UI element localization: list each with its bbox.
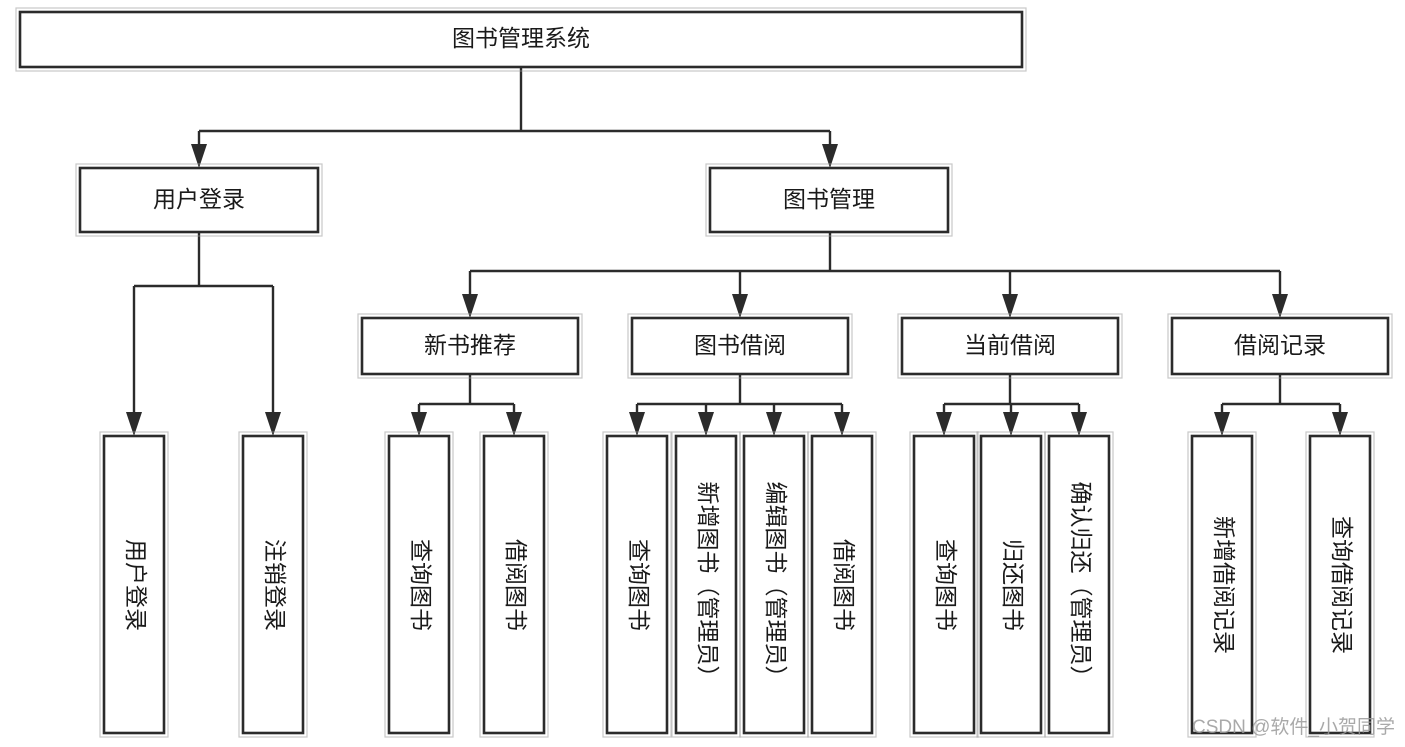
leaf-new-book-query[interactable]: 查询图书 — [384, 431, 454, 738]
leaf-user-login-login-label: 用户登录 — [123, 539, 149, 631]
node-book-management-label: 图书管理 — [783, 186, 875, 212]
csdn-watermark: CSDN @软件_小贺同学 — [1192, 716, 1395, 738]
node-borrow-record[interactable]: 借阅记录 — [1167, 313, 1393, 379]
leaf-book-borrow-borrow-label: 借阅图书 — [831, 539, 857, 631]
node-root-label: 图书管理系统 — [452, 25, 590, 51]
leaf-book-borrow-query[interactable]: 查询图书 — [602, 431, 672, 738]
node-book-borrow-label: 图书借阅 — [694, 332, 786, 358]
node-root-system[interactable]: 图书管理系统 — [15, 7, 1027, 72]
leaf-borrow-record-add[interactable]: 新增借阅记录 — [1187, 431, 1257, 738]
arrow-book-borrow-leaf-4 — [834, 412, 850, 436]
node-book-borrow[interactable]: 图书借阅 — [627, 313, 853, 379]
arrow-borrow-record-leaf-2 — [1332, 412, 1348, 436]
connector-layer — [126, 67, 1348, 436]
node-current-borrow[interactable]: 当前借阅 — [897, 313, 1123, 379]
leaf-current-borrow-query-label: 查询图书 — [933, 539, 959, 631]
arrow-user-login-leaf-2 — [265, 412, 281, 436]
arrow-to-book-mgmt — [822, 144, 838, 168]
leaf-borrow-record-add-label: 新增借阅记录 — [1211, 516, 1237, 654]
arrow-to-new-book — [462, 294, 478, 318]
arrow-new-book-leaf-2 — [506, 412, 522, 436]
node-book-management[interactable]: 图书管理 — [705, 163, 953, 237]
leaf-borrow-record-query-label: 查询借阅记录 — [1329, 516, 1355, 654]
arrow-borrow-record-leaf-1 — [1214, 412, 1230, 436]
arrow-book-borrow-leaf-1 — [629, 412, 645, 436]
arrow-to-borrow-record — [1272, 294, 1288, 318]
leaf-user-login-logout-label: 注销登录 — [262, 539, 288, 631]
leaf-book-borrow-add[interactable]: 新增图书（管理员） — [671, 431, 741, 738]
node-current-borrow-label: 当前借阅 — [964, 332, 1056, 358]
leaf-current-borrow-confirm[interactable]: 确认归还（管理员） — [1044, 431, 1114, 738]
leaf-book-borrow-edit[interactable]: 编辑图书（管理员） — [739, 431, 809, 738]
leaf-new-book-borrow[interactable]: 借阅图书 — [479, 431, 549, 738]
arrow-book-borrow-leaf-2 — [698, 412, 714, 436]
node-user-login[interactable]: 用户登录 — [75, 163, 323, 237]
leaf-book-borrow-add-label: 新增图书（管理员） — [695, 482, 721, 689]
leaf-borrow-record-query[interactable]: 查询借阅记录 — [1305, 431, 1375, 738]
arrow-new-book-leaf-1 — [411, 412, 427, 436]
leaf-new-book-borrow-label: 借阅图书 — [503, 539, 529, 631]
arrow-to-current-borrow — [1002, 294, 1018, 318]
node-new-book-recommend[interactable]: 新书推荐 — [357, 313, 583, 379]
leaf-book-borrow-borrow[interactable]: 借阅图书 — [807, 431, 877, 738]
leaf-current-borrow-query[interactable]: 查询图书 — [909, 431, 979, 738]
node-user-login-label: 用户登录 — [153, 186, 245, 212]
arrow-user-login-leaf-1 — [126, 412, 142, 436]
leaf-current-borrow-return-label: 归还图书 — [1000, 539, 1026, 631]
leaf-book-borrow-query-label: 查询图书 — [626, 539, 652, 631]
leaf-user-login-login[interactable]: 用户登录 — [99, 431, 169, 738]
leaf-current-borrow-return[interactable]: 归还图书 — [976, 431, 1046, 738]
leaf-book-borrow-edit-label: 编辑图书（管理员） — [763, 482, 789, 689]
arrow-current-borrow-leaf-2 — [1003, 412, 1019, 436]
arrow-current-borrow-leaf-1 — [936, 412, 952, 436]
leaf-current-borrow-confirm-label: 确认归还（管理员） — [1068, 482, 1094, 689]
arrow-current-borrow-leaf-3 — [1071, 412, 1087, 436]
leaf-user-login-logout[interactable]: 注销登录 — [238, 431, 308, 738]
arrow-book-borrow-leaf-3 — [766, 412, 782, 436]
leaf-new-book-query-label: 查询图书 — [408, 539, 434, 631]
node-new-book-recommend-label: 新书推荐 — [424, 332, 516, 358]
arrow-to-book-borrow — [732, 294, 748, 318]
node-borrow-record-label: 借阅记录 — [1234, 332, 1326, 358]
arrow-to-user-login — [191, 144, 207, 168]
